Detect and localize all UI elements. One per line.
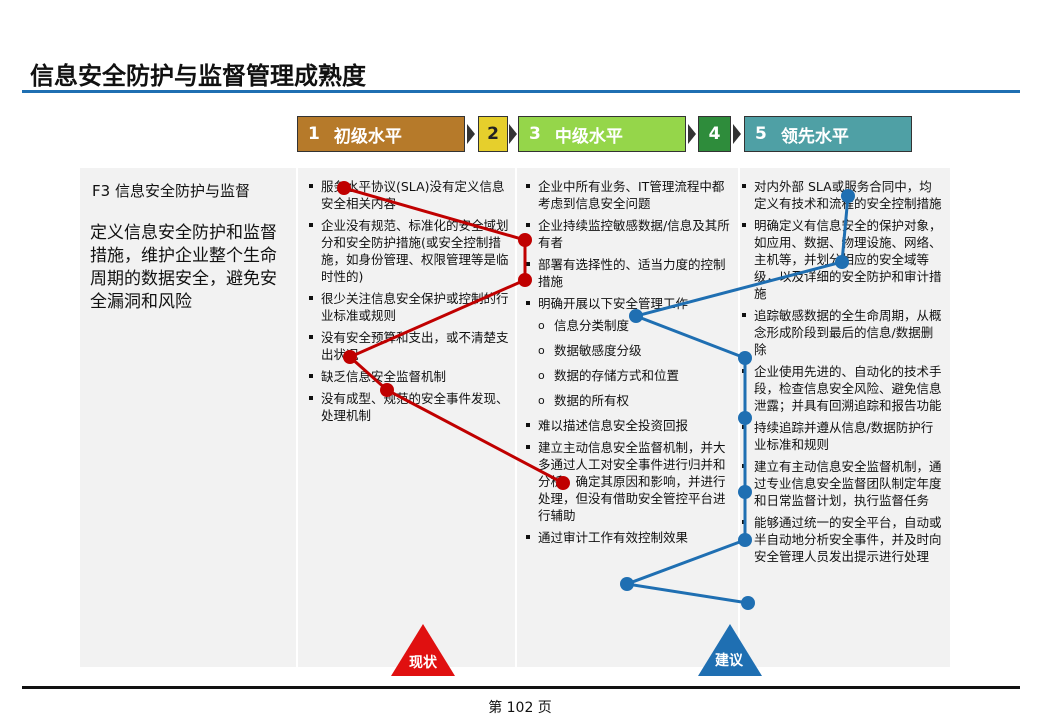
current-state-markers: [337, 181, 570, 490]
criteria-item: 通过审计工作有效控制效果: [526, 529, 732, 546]
dimension-description: 定义信息安全防护和监督措施，维护企业整个生命周期的数据安全，避免安全漏洞和风险: [90, 223, 277, 312]
page-title: 信息安全防护与监督管理成熟度: [30, 62, 366, 90]
criteria-item: 建立有主动信息安全监督机制，通过专业信息安全监督团队制定年度和日常监督计划，执行…: [742, 458, 942, 509]
title-divider: [22, 90, 1020, 93]
criteria-subitem: 信息分类制度: [526, 317, 732, 334]
criteria-item: 没有成型、规范的安全事件发现、处理机制: [309, 390, 509, 424]
level-3-box: 3 中级水平: [518, 116, 686, 152]
suggested-state-markers: [620, 189, 855, 610]
criteria-item: 能够通过统一的安全平台，自动或半自动地分析安全事件，并及时向安全管理人员发出提示…: [742, 514, 942, 565]
criteria-item: 很少关注信息安全保护或控制的行业标准或规则: [309, 290, 509, 324]
level-5-label: 领先水平: [780, 126, 849, 147]
chevron-right-icon: [467, 124, 475, 144]
suggested-state-marker: [738, 485, 752, 499]
level-1-box: 1 初级水平: [297, 116, 465, 152]
suggested-state-marker: [741, 596, 755, 610]
level-3-criteria: 企业中所有业务、IT管理流程中都考虑到信息安全问题 企业持续监控敏感数据/信息及…: [526, 178, 732, 551]
current-state-marker: [518, 273, 532, 287]
current-state-label: 现状: [409, 655, 437, 671]
level-4-box: 4: [698, 116, 731, 152]
criteria-subitem: 数据的存储方式和位置: [526, 367, 732, 384]
criteria-item: 难以描述信息安全投资回报: [526, 417, 732, 434]
criteria-item: 服务水平协议(SLA)没有定义信息安全相关内容: [309, 178, 509, 212]
criteria-subitem: 数据的所有权: [526, 392, 732, 409]
suggested-state-marker: [738, 411, 752, 425]
suggested-state-label: 建议: [715, 653, 743, 669]
current-state-marker: [380, 383, 394, 397]
criteria-item: 企业持续监控敏感数据/信息及其所有者: [526, 217, 732, 251]
criteria-item: 企业使用先进的、自动化的技术手段，检查信息安全风险、避免信息泄露；并具有回溯追踪…: [742, 363, 942, 414]
criteria-item: 部署有选择性的、适当力度的控制措施: [526, 256, 732, 290]
current-state-marker: [337, 181, 351, 195]
level-4-number: 4: [708, 124, 721, 144]
suggested-state-triangle: [698, 624, 762, 676]
chevron-right-icon: [509, 124, 517, 144]
level-1-number: 1: [308, 124, 320, 144]
suggested-state-marker: [835, 255, 849, 269]
chevron-right-icon: [688, 124, 696, 144]
suggested-state-marker: [738, 533, 752, 547]
current-state-path: [343, 186, 564, 485]
level-2-box: 2: [478, 116, 508, 152]
suggested-state-marker: [620, 577, 634, 591]
suggested-state-marker: [841, 189, 855, 203]
level-5-number: 5: [755, 124, 767, 144]
level-3-label: 中级水平: [554, 126, 623, 147]
suggested-state-path: [621, 195, 850, 605]
level-5-column: [739, 168, 950, 667]
page-number: 第 102 页: [488, 700, 552, 716]
dimension-heading: F3 信息安全防护与监督: [92, 182, 250, 200]
criteria-item: 建立主动信息安全监督机制，并大多通过人工对安全事件进行归并和分析、确定其原因和影…: [526, 439, 732, 524]
criteria-item: 持续追踪并遵从信息/数据防护行业标准和规则: [742, 419, 942, 453]
level-1-criteria: 服务水平协议(SLA)没有定义信息安全相关内容 企业没有规范、标准化的安全域划分…: [309, 178, 509, 429]
criteria-item: 明确开展以下安全管理工作: [526, 295, 732, 312]
criteria-item: 企业中所有业务、IT管理流程中都考虑到信息安全问题: [526, 178, 732, 212]
current-state-marker: [518, 233, 532, 247]
suggested-state-marker: [738, 351, 752, 365]
current-state-marker: [556, 476, 570, 490]
footer-divider: [22, 686, 1020, 689]
level-3-number: 3: [529, 124, 541, 144]
criteria-item: 追踪敏感数据的全生命周期，从概念形成阶段到最后的信息/数据删除: [742, 307, 942, 358]
chevron-right-icon: [733, 124, 741, 144]
criteria-item: 缺乏信息安全监督机制: [309, 368, 509, 385]
dimension-column: [80, 168, 296, 667]
level-1-label: 初级水平: [333, 126, 402, 147]
current-state-triangle: [391, 624, 455, 676]
level-2-number: 2: [487, 124, 499, 144]
level-1-column: [297, 168, 515, 667]
current-state-marker: [343, 350, 357, 364]
criteria-subitem: 数据敏感度分级: [526, 342, 732, 359]
suggested-state-marker: [629, 309, 643, 323]
level-5-box: 5 领先水平: [744, 116, 912, 152]
